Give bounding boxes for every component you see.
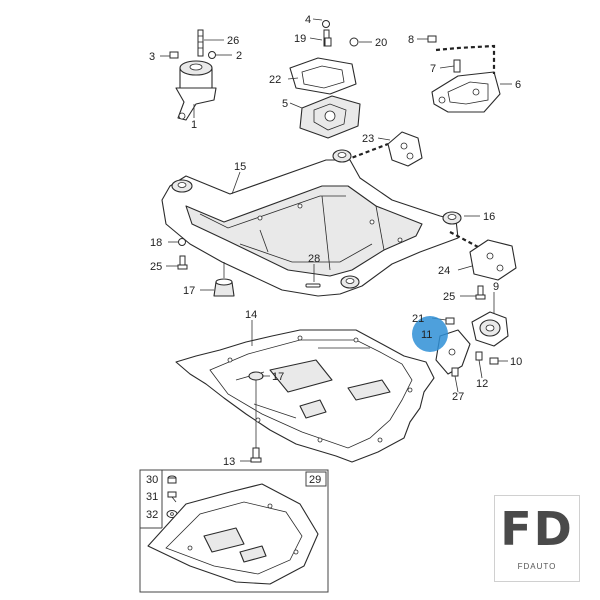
callout-2: 2: [236, 50, 242, 62]
callout-3: 3: [149, 51, 155, 63]
fasteners-left: [166, 238, 188, 270]
callout-14: 14: [245, 309, 257, 321]
callout-23: 23: [362, 133, 374, 145]
callout-13: 13: [223, 456, 235, 468]
callout-15: 15: [234, 161, 246, 173]
callout-16: 16: [483, 211, 495, 223]
callout-30: 30: [146, 474, 158, 486]
callout-25-right: 25: [443, 291, 455, 303]
support-bracket-part-23: [345, 131, 423, 167]
brand-logo: FD FDAUTO: [494, 495, 580, 582]
transmission-bracket-part-22: [287, 18, 372, 95]
callout-27: 27: [452, 391, 464, 403]
logo-mark: FD: [500, 502, 574, 556]
callout-32: 32: [146, 509, 158, 521]
callout-11: 11: [421, 329, 432, 341]
inset-part-31-icon: [167, 491, 177, 503]
callout-6: 6: [515, 79, 521, 91]
callout-31: 31: [146, 491, 158, 503]
bushing-part-17: [200, 262, 235, 297]
callout-labels: 1 2 3 26 4 19 20 22 5 8 7 6 23 15 16 18 …: [146, 14, 522, 521]
callout-19: 19: [294, 33, 306, 45]
callout-18: 18: [150, 237, 162, 249]
callout-26: 26: [227, 35, 239, 47]
rear-bracket-part-6: [417, 35, 512, 113]
callout-8: 8: [408, 34, 414, 46]
callout-10: 10: [510, 356, 522, 368]
callout-1: 1: [191, 119, 197, 131]
callout-28: 28: [308, 253, 320, 265]
mount-pad-part-5: [289, 95, 361, 139]
callout-9: 9: [493, 281, 499, 293]
callout-21: 21: [412, 313, 424, 325]
engine-mount-part-1: [160, 29, 232, 121]
logo-text: FDAUTO: [517, 562, 557, 571]
callout-22: 22: [269, 74, 281, 86]
callout-7: 7: [430, 63, 436, 75]
highlight-marker: [412, 316, 448, 352]
pin-part-28: [305, 264, 321, 288]
callout-24: 24: [438, 265, 450, 277]
subframe-part-15: [161, 149, 481, 297]
underbody-shield-part-14: [175, 320, 435, 463]
callout-4: 4: [305, 14, 311, 26]
inset-panel: [139, 469, 329, 593]
callout-20: 20: [375, 37, 387, 49]
inset-part-30-icon: [167, 475, 177, 484]
callout-5: 5: [282, 98, 288, 110]
callout-17-upper: 17: [183, 285, 195, 297]
callout-25-left: 25: [150, 261, 162, 273]
bracket-part-24: [457, 239, 517, 281]
callout-29: 29: [309, 474, 321, 486]
callout-12: 12: [476, 378, 488, 390]
callout-17-lower: 17: [272, 371, 284, 383]
